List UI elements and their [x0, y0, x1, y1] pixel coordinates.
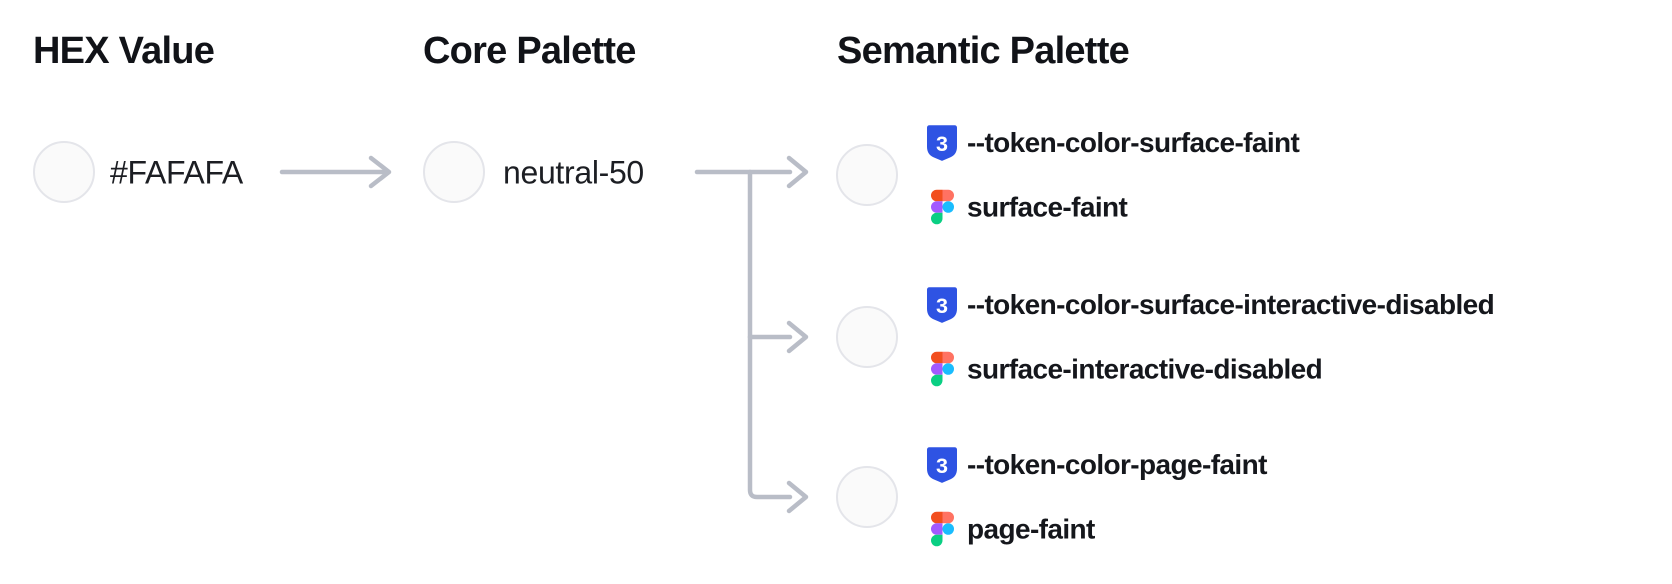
- core-value-label: neutral-50: [503, 154, 644, 191]
- hex-swatch: [33, 141, 95, 203]
- connector-trunk-to-row3: [747, 169, 793, 500]
- css3-shield-icon: 3: [925, 287, 959, 323]
- css3-shield-icon: 3: [925, 125, 959, 161]
- core-column-heading: Core Palette: [423, 30, 636, 72]
- semantic-swatch: [836, 306, 898, 368]
- core-swatch: [423, 141, 485, 203]
- css-token-line: 3 --token-color-surface-interactive-disa…: [925, 287, 1495, 323]
- figma-token-name: surface-interactive-disabled: [967, 353, 1323, 384]
- semantic-swatch: [836, 144, 898, 206]
- figma-logo-icon: [925, 351, 959, 387]
- css-token-name: --token-color-page-faint: [967, 449, 1267, 480]
- hex-column-heading: HEX Value: [33, 30, 215, 72]
- arrowhead-row3: [786, 480, 809, 514]
- semantic-swatch: [836, 466, 898, 528]
- arrowhead-row2: [786, 320, 809, 354]
- css3-shield-icon: 3: [925, 447, 959, 483]
- svg-text:3: 3: [936, 131, 948, 156]
- figma-logo-icon: [925, 511, 959, 547]
- css-token-line: 3 --token-color-surface-faint: [925, 125, 1300, 161]
- svg-text:3: 3: [936, 453, 948, 478]
- svg-text:3: 3: [936, 293, 948, 318]
- css-token-name: --token-color-surface-faint: [967, 127, 1300, 158]
- figma-token-line: surface-interactive-disabled: [925, 351, 1323, 387]
- arrowhead-hex-to-core: [368, 155, 392, 189]
- figma-token-line: surface-faint: [925, 189, 1128, 225]
- css-token-line: 3 --token-color-page-faint: [925, 447, 1267, 483]
- figma-logo-icon: [925, 189, 959, 225]
- css-token-name: --token-color-surface-interactive-disabl…: [967, 289, 1495, 320]
- arrowhead-row1: [786, 155, 809, 189]
- figma-token-line: page-faint: [925, 511, 1095, 547]
- figma-token-name: surface-faint: [967, 191, 1128, 222]
- figma-token-name: page-faint: [967, 513, 1095, 544]
- semantic-column-heading: Semantic Palette: [837, 30, 1130, 72]
- hex-value-label: #FAFAFA: [110, 154, 243, 191]
